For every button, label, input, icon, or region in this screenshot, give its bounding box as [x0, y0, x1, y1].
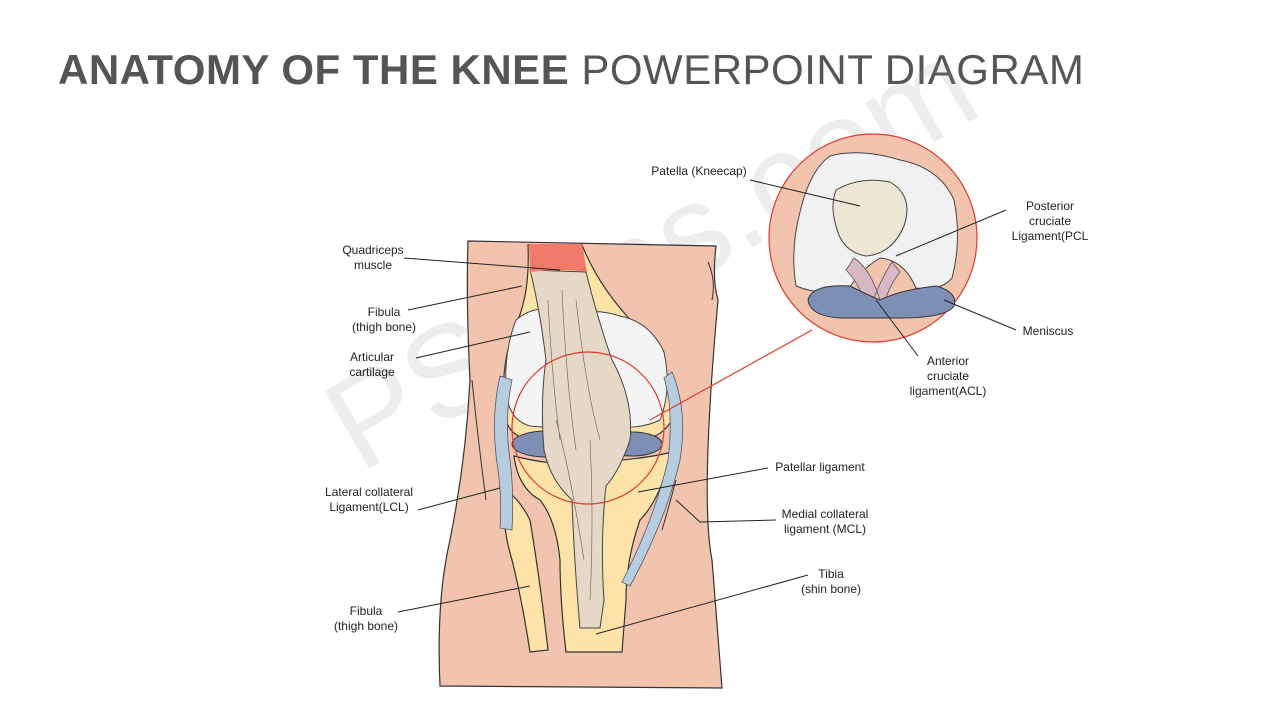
label-tibia: Tibia(shin bone) [800, 567, 862, 596]
label-patella: Patella (Kneecap) [651, 164, 747, 178]
quadriceps-muscle [529, 244, 587, 272]
skin-fold-right [707, 261, 714, 301]
detail-meniscus [807, 285, 956, 319]
label-fibula-bottom: Fibula(thigh bone) [333, 604, 399, 633]
label-patellar-ligament: Patellar ligament [775, 460, 865, 474]
lateral-collateral-ligament [494, 375, 514, 531]
label-meniscus: Meniscus [1022, 324, 1074, 338]
label-fibula-top: Fibula(thigh bone) [351, 305, 417, 334]
detail-patella [832, 179, 908, 257]
leader-lines [397, 179, 1017, 635]
page-title: ANATOMY OF THE KNEE POWERPOINT DIAGRAM [58, 46, 1084, 94]
title-regular: POWERPOINT DIAGRAM [581, 46, 1085, 93]
callout-connector [649, 329, 813, 421]
skin-fold-left [471, 379, 487, 501]
knee-callout-circle [511, 351, 665, 505]
fibula-bone [503, 488, 549, 653]
tendon-fibers [547, 289, 601, 601]
medial-collateral-ligament [621, 371, 684, 587]
title-bold: ANATOMY OF THE KNEE [58, 46, 570, 93]
